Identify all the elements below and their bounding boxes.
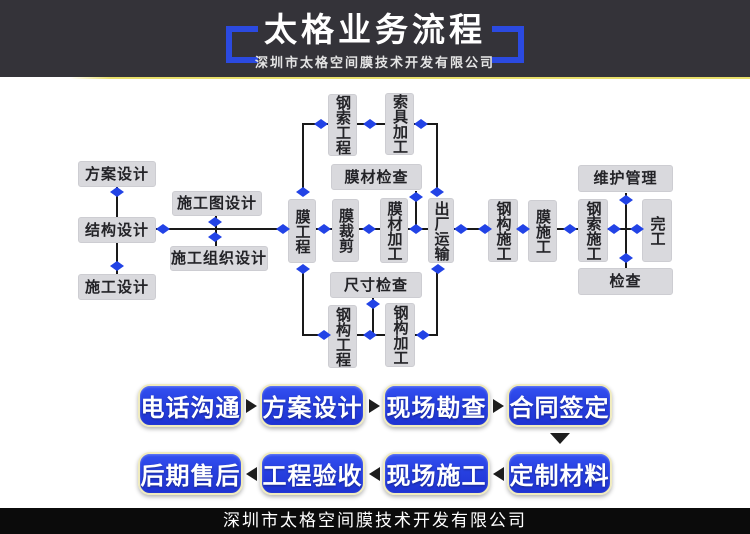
title-bracket-left-icon — [226, 26, 258, 63]
flow-node-steel-structure-processing: 钢构加工 — [385, 303, 415, 367]
process-step-after-sales: 后期售后 — [138, 452, 243, 495]
flow-arrow-right-icon — [369, 399, 380, 413]
flow-arrow-left-icon — [369, 467, 380, 481]
flow-arrow-left-icon — [493, 467, 504, 481]
title-bracket-right-icon — [492, 26, 524, 63]
process-step-contract-signing: 合同签定 — [507, 384, 612, 427]
footer-company: 深圳市太格空间膜技术开发有限公司 — [223, 511, 527, 530]
flow-arrow-right-icon — [246, 399, 257, 413]
flow-arrow-left-icon — [246, 467, 257, 481]
connector-diamond-icon — [317, 330, 331, 340]
process-step-site-survey: 现场勘查 — [383, 384, 490, 427]
connector-diamond-icon — [516, 224, 530, 234]
connector-line — [625, 193, 627, 268]
connector-diamond-icon — [630, 224, 644, 234]
flow-node-plan-design: 方案设计 — [78, 161, 156, 187]
page-title: 太格业务流程 — [264, 11, 486, 48]
connector-diamond-icon — [431, 264, 445, 274]
flow-node-inspection: 检查 — [578, 268, 673, 295]
connector-diamond-icon — [430, 187, 444, 197]
process-step-phone-communication: 电话沟通 — [138, 384, 243, 427]
connector-diamond-icon — [478, 224, 492, 234]
header-underline — [70, 77, 750, 79]
flow-node-membrane-engineering: 膜工程 — [288, 199, 316, 263]
connector-diamond-icon — [366, 299, 380, 309]
connector-line — [116, 187, 118, 217]
process-step-project-acceptance: 工程验收 — [260, 452, 365, 495]
process-step-site-construction: 现场施工 — [383, 452, 490, 495]
connector-diamond-icon — [110, 187, 124, 197]
connector-diamond-icon — [317, 224, 331, 234]
company-subtitle: 深圳市太格空间膜技术开发有限公司 — [254, 55, 495, 70]
connector-diamond-icon — [110, 261, 124, 271]
connector-diamond-icon — [619, 195, 633, 205]
flow-node-membrane-construction: 膜施工 — [528, 200, 557, 262]
connector-line — [372, 298, 374, 335]
connector-diamond-icon — [454, 224, 468, 234]
connector-diamond-icon — [607, 224, 621, 234]
connector-line — [215, 216, 217, 246]
flow-arrow-right-icon — [493, 399, 504, 413]
flow-node-structure-design: 结构设计 — [78, 217, 156, 243]
flow-node-membrane-cutting: 膜裁剪 — [332, 199, 359, 262]
footer-bar: 深圳市太格空间膜技术开发有限公司 — [0, 508, 750, 534]
connector-line — [415, 191, 417, 229]
flow-node-rigging-processing: 索具加工 — [385, 93, 414, 155]
flow-node-completion: 完工 — [642, 199, 672, 262]
connector-diamond-icon — [276, 224, 290, 234]
flowchart-canvas: 方案设计结构设计施工设计 施工图设计施工组织设计膜工程 钢索工程索具加工膜材检查膜裁… — [78, 93, 673, 368]
process-step-custom-materials: 定制材料 — [507, 452, 612, 495]
flow-node-construction-design: 施工设计 — [78, 274, 156, 300]
process-step-plan-design: 方案设计 — [260, 384, 365, 427]
header-banner: 太格业务流程 深圳市太格空间膜技术开发有限公司 — [0, 0, 750, 77]
flow-node-construction-drawing-design: 施工图设计 — [172, 191, 262, 216]
connector-line — [302, 123, 304, 195]
connector-line — [436, 123, 438, 195]
connector-diamond-icon — [363, 330, 377, 340]
connector-diamond-icon — [156, 224, 170, 234]
connector-line — [116, 243, 118, 274]
connector-diamond-icon — [363, 119, 377, 129]
connector-diamond-icon — [314, 119, 328, 129]
flow-node-steel-cable-construction: 钢索施工 — [578, 199, 608, 262]
connector-line — [302, 268, 304, 336]
flow-node-factory-shipping: 出厂运输 — [428, 198, 454, 263]
connector-diamond-icon — [296, 187, 310, 197]
connector-diamond-icon — [409, 192, 423, 202]
flow-arrow-down-icon — [550, 433, 570, 444]
connector-diamond-icon — [362, 224, 376, 234]
flow-node-size-inspection: 尺寸检查 — [330, 272, 422, 298]
flow-node-steel-cable-engineering: 钢索工程 — [328, 94, 357, 156]
flow-node-construction-organization-design: 施工组织设计 — [170, 246, 268, 271]
flow-node-steel-structure-construction: 钢构施工 — [488, 199, 518, 262]
connector-diamond-icon — [208, 217, 222, 227]
flow-node-steel-structure-engineering: 钢构工程 — [328, 305, 357, 368]
flow-node-membrane-material-processing: 膜材加工 — [380, 198, 408, 263]
connector-diamond-icon — [563, 224, 577, 234]
connector-line — [436, 267, 438, 336]
connector-diamond-icon — [409, 224, 423, 234]
connector-diamond-icon — [208, 232, 222, 242]
connector-diamond-icon — [416, 330, 430, 340]
connector-diamond-icon — [414, 119, 428, 129]
flow-node-maintenance-management: 维护管理 — [578, 165, 673, 192]
connector-diamond-icon — [296, 264, 310, 274]
flow-node-membrane-material-inspection: 膜材检查 — [331, 164, 422, 190]
connector-diamond-icon — [619, 253, 633, 263]
